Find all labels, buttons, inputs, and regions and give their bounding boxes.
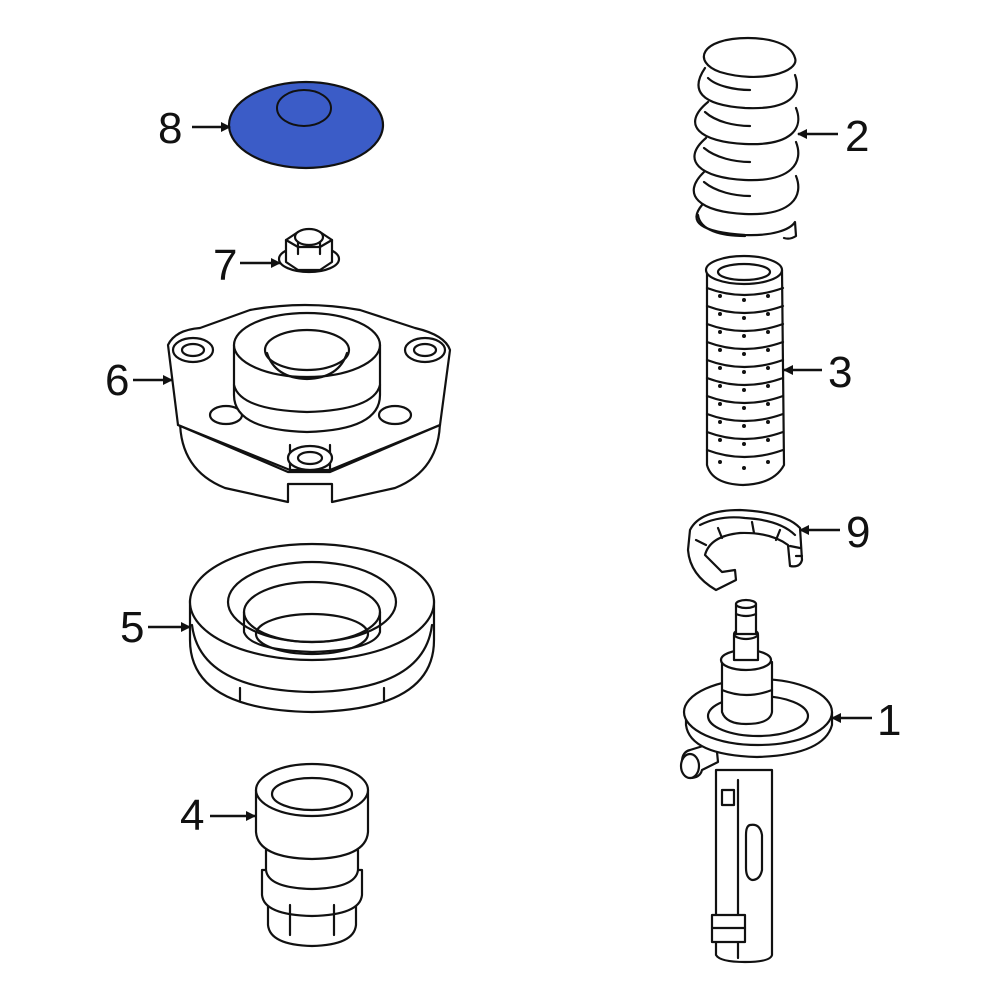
part-3-dust-boot[interactable]	[704, 254, 786, 487]
callout-label-5: 5	[120, 603, 144, 652]
part-6-strut-mount[interactable]	[166, 303, 452, 504]
callout-5: 5	[120, 603, 191, 652]
callout-4: 4	[180, 791, 256, 840]
callout-label-2: 2	[845, 112, 869, 161]
part-8-strut-mount-insulator[interactable]	[227, 80, 385, 170]
dust-boot-vent-holes	[718, 294, 770, 470]
callout-label-1: 1	[877, 696, 901, 745]
part-7-nut[interactable]	[277, 227, 341, 274]
callout-9: 9	[799, 508, 870, 557]
callout-label-3: 3	[828, 348, 852, 397]
part-1-strut-assembly[interactable]	[679, 598, 834, 964]
part-4-bump-stop[interactable]	[254, 762, 370, 948]
part-9-spring-seat[interactable]	[686, 508, 804, 592]
part-2-coil-spring[interactable]	[692, 36, 800, 240]
callout-1: 1	[831, 696, 901, 745]
callout-3: 3	[783, 348, 852, 397]
callout-label-7: 7	[213, 241, 237, 290]
part-5-strut-bearing[interactable]	[188, 542, 436, 714]
callout-6: 6	[105, 356, 173, 405]
callout-7: 7	[213, 241, 281, 290]
callout-label-8: 8	[158, 104, 182, 153]
callout-2: 2	[797, 112, 869, 161]
callout-label-4: 4	[180, 791, 204, 840]
callout-label-9: 9	[846, 508, 870, 557]
callout-8: 8	[158, 104, 231, 153]
callout-label-6: 6	[105, 356, 129, 405]
